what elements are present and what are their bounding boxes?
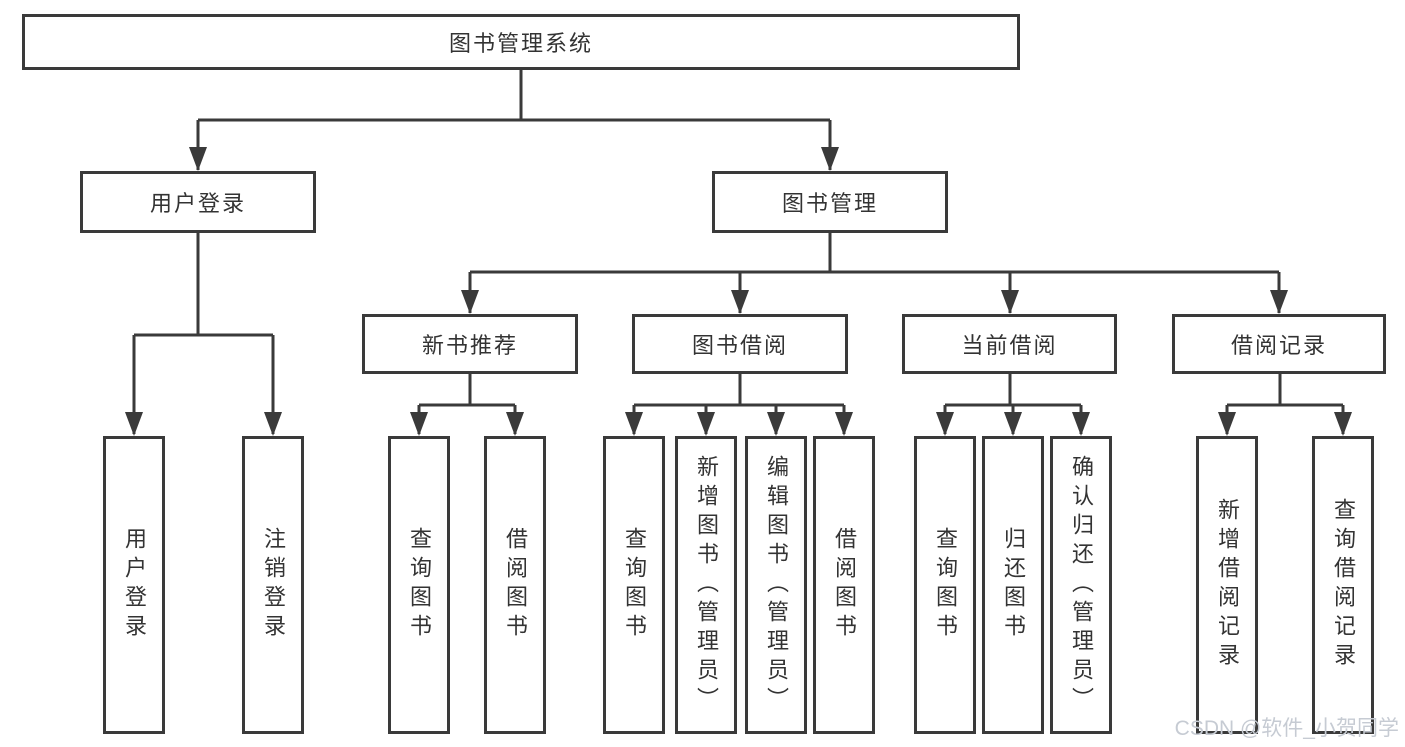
leaf-user-login: 用户登录 [103, 436, 165, 734]
arrowheads [125, 147, 1352, 436]
node-user-login-branch: 用户登录 [80, 171, 316, 233]
leaf-query-books-1: 查询图书 [388, 436, 450, 734]
leaf-edit-books-admin: 编辑图书（管理员） [745, 436, 807, 734]
node-label: 图书管理系统 [448, 31, 593, 56]
node-label: 新增图书（管理员） [694, 454, 719, 716]
node-label: 查询图书 [407, 527, 432, 643]
leaf-add-books-admin: 新增图书（管理员） [675, 436, 737, 734]
node-label: 新增借阅记录 [1215, 498, 1240, 672]
node-label: 用户登录 [122, 527, 147, 643]
node-label: 查询图书 [933, 527, 958, 643]
leaf-query-books-2: 查询图书 [603, 436, 665, 734]
leaf-add-borrow-record: 新增借阅记录 [1196, 436, 1258, 734]
node-label: 确认归还（管理员） [1069, 454, 1094, 716]
node-label: 归还图书 [1001, 527, 1026, 643]
node-label: 当前借阅 [961, 333, 1058, 358]
connector-lines [132, 70, 1345, 434]
node-new-book-recommendation: 新书推荐 [362, 314, 578, 374]
node-label: 借阅图书 [832, 527, 857, 643]
node-library-management-system: 图书管理系统 [22, 14, 1020, 70]
leaf-return-books: 归还图书 [982, 436, 1044, 734]
node-label: 查询借阅记录 [1331, 498, 1356, 672]
node-label: 图书借阅 [691, 333, 788, 358]
node-label: 新书推荐 [421, 333, 518, 358]
leaf-logout: 注销登录 [242, 436, 304, 734]
node-label: 用户登录 [149, 191, 246, 216]
node-book-management-branch: 图书管理 [712, 171, 948, 233]
leaf-borrow-books-2: 借阅图书 [813, 436, 875, 734]
node-label: 编辑图书（管理员） [764, 454, 789, 716]
node-book-borrowing: 图书借阅 [632, 314, 848, 374]
node-label: 借阅记录 [1230, 333, 1327, 358]
node-borrowing-records: 借阅记录 [1172, 314, 1386, 374]
node-label: 借阅图书 [503, 527, 528, 643]
node-label: 注销登录 [261, 527, 286, 643]
leaf-query-borrow-record: 查询借阅记录 [1312, 436, 1374, 734]
leaf-query-books-3: 查询图书 [914, 436, 976, 734]
node-label: 图书管理 [781, 191, 878, 216]
csdn-watermark: CSDN @软件_小贺同学 [1174, 717, 1399, 740]
node-label: 查询图书 [622, 527, 647, 643]
leaf-confirm-return-admin: 确认归还（管理员） [1050, 436, 1112, 734]
leaf-borrow-books-1: 借阅图书 [484, 436, 546, 734]
node-current-borrowing: 当前借阅 [902, 314, 1117, 374]
